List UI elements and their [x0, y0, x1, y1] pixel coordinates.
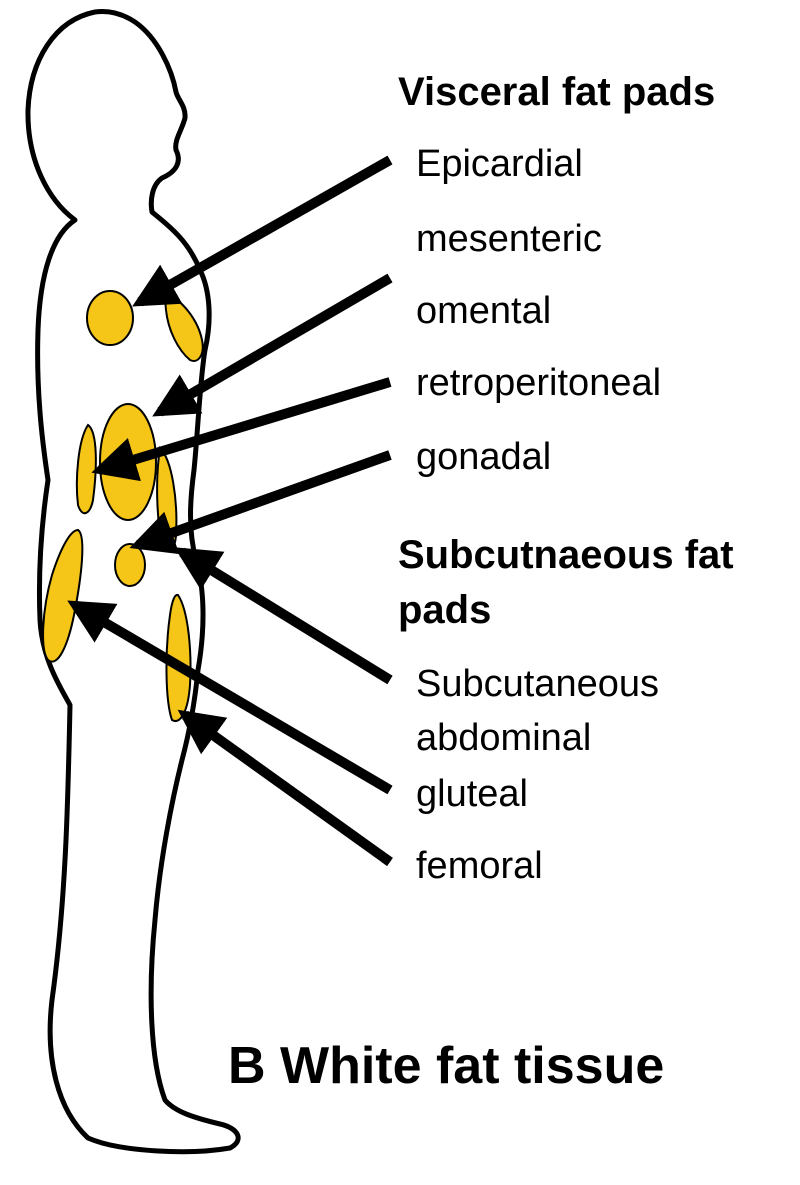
label-femoral: femoral: [416, 845, 543, 887]
visceral-heading: Visceral fat pads: [398, 70, 715, 114]
subcutaneous-heading-line2: pads: [398, 588, 491, 632]
subcutaneous-heading-line1: Subcutnaeous fat: [398, 533, 734, 577]
label-subcutaneous: Subcutaneous: [416, 663, 659, 705]
label-mesenteric: mesenteric: [416, 218, 602, 260]
label-gonadal: gonadal: [416, 436, 551, 478]
arrow-subcutaneous-abdominal: [182, 552, 390, 680]
label-retroperitoneal: retroperitoneal: [416, 362, 661, 404]
label-epicardial: Epicardial: [416, 143, 583, 185]
gonadal-fat-pad: [115, 544, 145, 586]
figure-title: B White fat tissue: [228, 1038, 664, 1094]
label-gluteal: gluteal: [416, 773, 528, 815]
epicardial-fat-pad: [87, 291, 133, 345]
arrow-epicardial: [140, 160, 390, 302]
label-abdominal: abdominal: [416, 717, 591, 759]
arrow-femoral: [185, 715, 390, 862]
label-omental: omental: [416, 290, 551, 332]
